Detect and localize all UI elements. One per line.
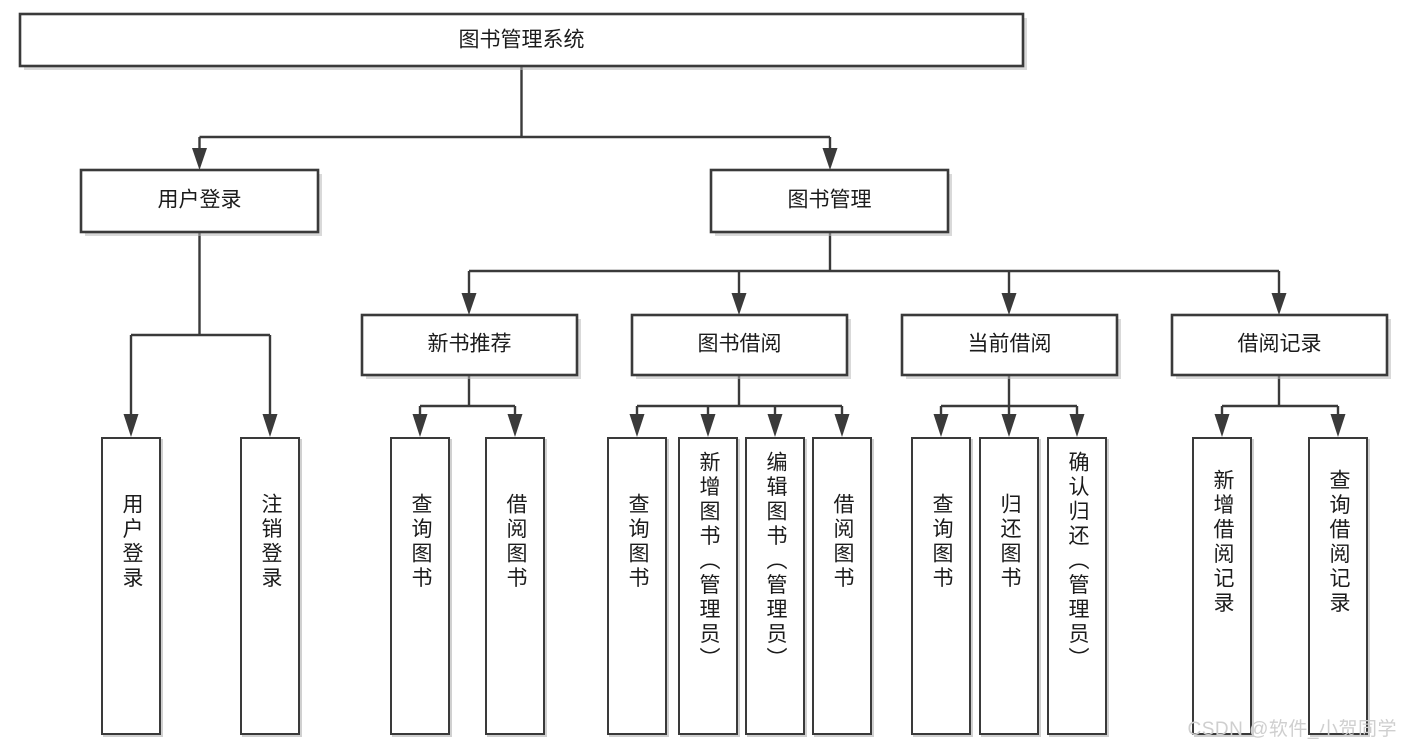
leaf-query-book-new-book-label: 查询图书 xyxy=(409,493,433,591)
arrow-to-leaf-borrow-book-1 xyxy=(507,414,523,437)
node-current-borrow-box xyxy=(900,313,1119,377)
arrow-to-book-borrow xyxy=(731,293,747,315)
node-user-login-label: 用户登录 xyxy=(158,189,242,212)
arrow-to-leaf-confirm-return xyxy=(1069,414,1085,437)
leaf-borrow-book-borrow[interactable]: 借阅图书 xyxy=(812,437,872,735)
leaf-query-book-current-label: 查询图书 xyxy=(930,493,954,591)
arrow-to-leaf-query-book-3 xyxy=(933,414,949,437)
arrow-to-leaf-borrow-book-2 xyxy=(834,414,850,437)
leaf-borrow-book-new-book-label: 借阅图书 xyxy=(504,493,528,591)
node-book-borrow-label: 图书借阅 xyxy=(698,333,782,356)
connector-layer xyxy=(123,66,1346,437)
node-root-box xyxy=(18,12,1025,68)
leaf-user-login[interactable]: 用户登录 xyxy=(101,437,161,735)
node-borrow-record[interactable]: 借阅记录 xyxy=(1170,313,1391,379)
leaf-return-book-label: 归还图书 xyxy=(998,493,1022,591)
leaf-query-book-borrow[interactable]: 查询图书 xyxy=(607,437,667,735)
link-user-login-to-leaf-bus xyxy=(129,232,272,420)
node-new-book-recommend-label: 新书推荐 xyxy=(428,333,512,356)
leaf-query-book-borrow-label: 查询图书 xyxy=(626,493,650,591)
leaf-edit-book-admin-label: 编辑图书（管理员） xyxy=(764,451,788,672)
arrow-to-book-manage xyxy=(822,148,838,170)
arrow-to-leaf-edit-book xyxy=(767,414,783,437)
leaf-borrow-book-new-book[interactable]: 借阅图书 xyxy=(485,437,545,735)
node-user-login[interactable]: 用户登录 xyxy=(79,168,322,236)
node-current-borrow-label: 当前借阅 xyxy=(968,333,1052,356)
node-book-borrow[interactable]: 图书借阅 xyxy=(630,313,851,379)
node-new-book-recommend-box xyxy=(360,313,579,377)
link-new-book-rec-to-leaves xyxy=(418,375,517,420)
link-root-to-level2-bus xyxy=(198,66,832,155)
link-borrow-record-to-leaves xyxy=(1220,375,1340,420)
node-root-label: 图书管理系统 xyxy=(459,29,585,52)
leaf-query-book-new-book[interactable]: 查询图书 xyxy=(390,437,450,735)
leaf-query-book-current[interactable]: 查询图书 xyxy=(911,437,971,735)
link-current-borrow-to-leaves xyxy=(939,375,1079,420)
node-book-manage-label: 图书管理 xyxy=(788,189,872,212)
node-borrow-record-label: 借阅记录 xyxy=(1238,333,1322,356)
leaf-logout[interactable]: 注销登录 xyxy=(240,437,300,735)
node-book-borrow-box xyxy=(630,313,849,377)
node-borrow-record-box xyxy=(1170,313,1389,377)
arrow-to-leaf-return-book xyxy=(1001,414,1017,437)
arrow-to-leaf-add-book xyxy=(700,414,716,437)
arrow-to-leaf-query-record xyxy=(1330,414,1346,437)
node-current-borrow[interactable]: 当前借阅 xyxy=(900,313,1121,379)
leaf-add-borrow-record[interactable]: 新增借阅记录 xyxy=(1192,437,1252,735)
arrow-to-new-book-rec xyxy=(461,293,477,315)
leaf-query-borrow-record[interactable]: 查询借阅记录 xyxy=(1308,437,1368,735)
arrow-to-leaf-user-login xyxy=(123,414,139,437)
node-new-book-recommend[interactable]: 新书推荐 xyxy=(360,313,581,379)
arrow-to-leaf-add-record xyxy=(1214,414,1230,437)
leaf-logout-label: 注销登录 xyxy=(259,493,283,591)
arrow-to-borrow-record xyxy=(1271,293,1287,315)
leaf-add-book-admin[interactable]: 新增图书（管理员） xyxy=(678,437,738,735)
link-book-borrow-to-leaves xyxy=(635,375,844,420)
arrow-to-leaf-logout xyxy=(262,414,278,437)
arrow-to-leaf-query-book-2 xyxy=(629,414,645,437)
node-root[interactable]: 图书管理系统 xyxy=(18,12,1027,70)
leaf-query-borrow-record-label: 查询借阅记录 xyxy=(1327,469,1351,616)
leaf-add-book-admin-label: 新增图书（管理员） xyxy=(697,451,721,672)
node-book-manage-box xyxy=(709,168,950,234)
arrow-to-leaf-query-book-1 xyxy=(412,414,428,437)
node-book-manage[interactable]: 图书管理 xyxy=(709,168,952,236)
leaf-edit-book-admin[interactable]: 编辑图书（管理员） xyxy=(745,437,805,735)
leaf-borrow-book-borrow-label: 借阅图书 xyxy=(831,493,855,591)
leaf-return-book[interactable]: 归还图书 xyxy=(979,437,1039,735)
link-book-manage-to-level3-bus xyxy=(467,232,1281,300)
node-user-login-box xyxy=(79,168,320,234)
arrow-to-current-borrow xyxy=(1001,293,1017,315)
leaf-confirm-return-admin[interactable]: 确认归还（管理员） xyxy=(1047,437,1107,735)
arrow-to-user-login xyxy=(192,148,207,170)
leaf-user-login-label: 用户登录 xyxy=(120,493,144,591)
leaf-confirm-return-admin-label: 确认归还（管理员） xyxy=(1066,451,1090,672)
leaf-add-borrow-record-label: 新增借阅记录 xyxy=(1211,469,1235,616)
